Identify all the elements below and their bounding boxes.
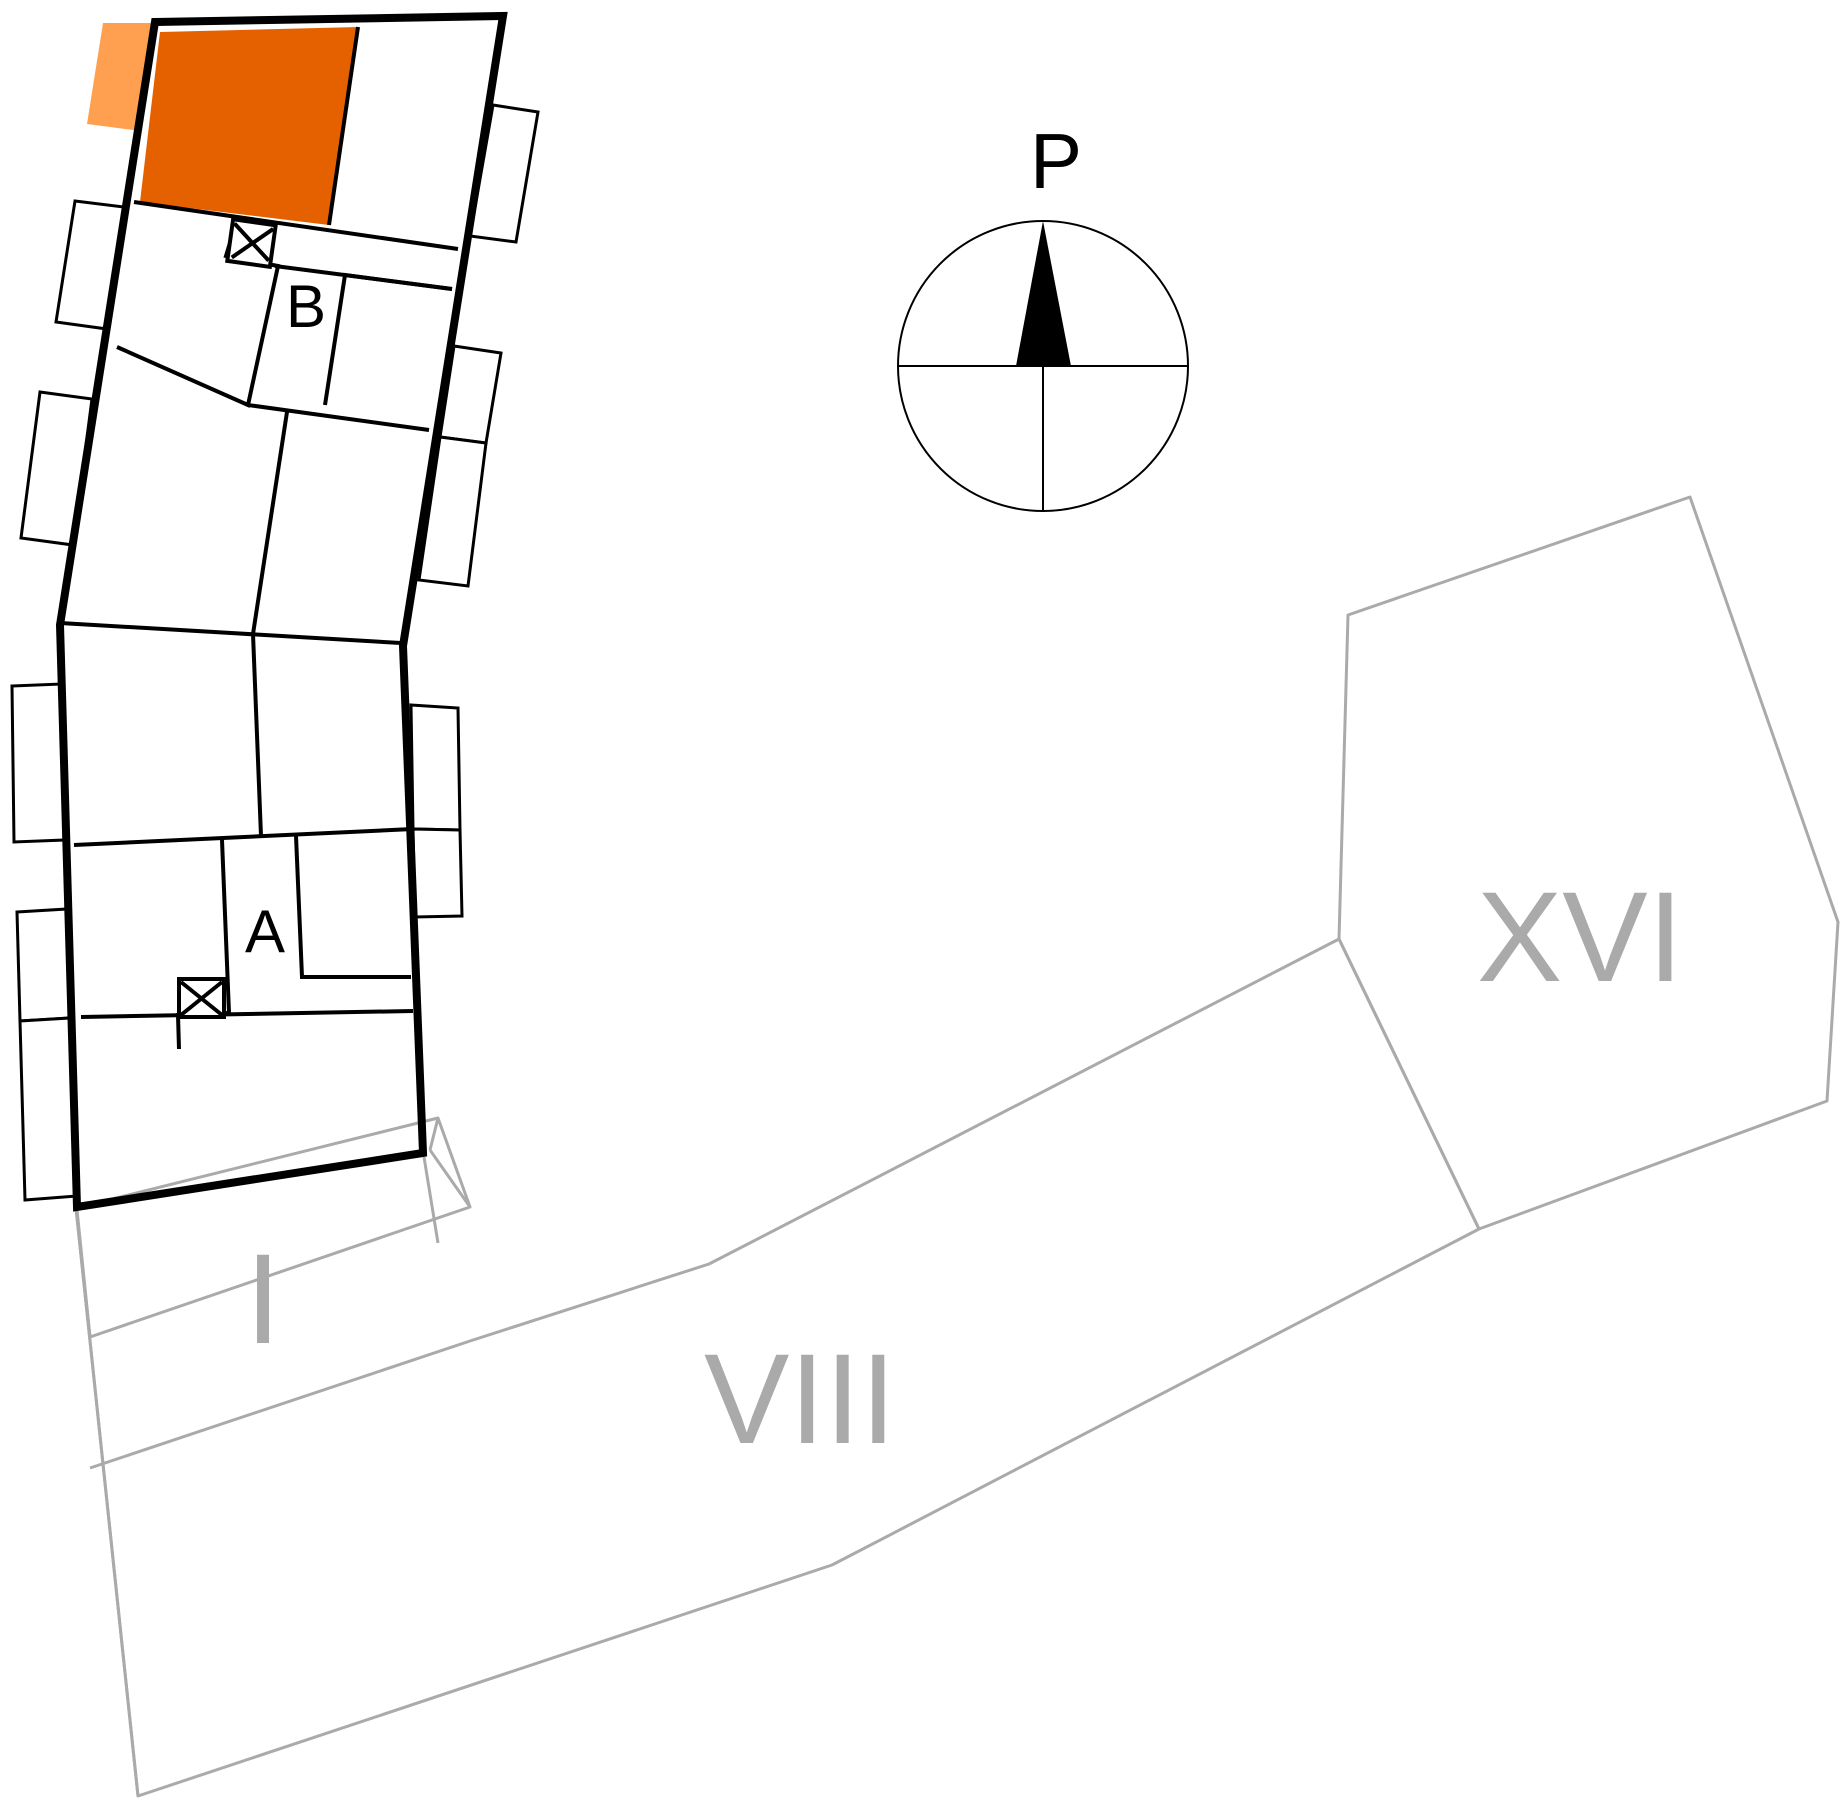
wall-b-top (133, 200, 459, 251)
elevator-b (225, 217, 278, 270)
north-arrow-icon (1016, 221, 1071, 366)
wall-a-vertical-upper (251, 633, 263, 837)
staircase-b-label: B (286, 273, 326, 340)
balconies (10, 103, 540, 1202)
balcony-west-4 (15, 907, 72, 1023)
building-outline (55, 11, 508, 1212)
balcony-east-3 (417, 435, 488, 588)
compass-label: P (1030, 117, 1082, 205)
wall-a-top (73, 827, 414, 847)
link-line (422, 1156, 440, 1244)
wall-waist (59, 621, 402, 645)
building-xvi-outline (1337, 495, 1840, 1231)
wall-b-core (247, 403, 430, 432)
highlighted-balcony (87, 23, 153, 131)
staircase-a-label: A (245, 898, 285, 965)
highlighted-units (87, 23, 358, 225)
balcony-west-3 (10, 682, 66, 844)
building-i-label: I (245, 1228, 281, 1371)
compass: P (897, 117, 1189, 512)
highlighted-apartment (140, 27, 358, 225)
building-viii-label: VIII (704, 1328, 896, 1471)
vertical-connector (74, 1207, 140, 1797)
wall-b-mid-vertical (251, 411, 289, 635)
balcony-east-5 (411, 827, 464, 919)
wall-b-apt-divider (327, 26, 360, 226)
wall-a-core-right (294, 835, 411, 979)
building-xvi-label: XVI (1477, 866, 1683, 1009)
elevator-b-cross-icon (230, 222, 275, 262)
wall-b-core-right (323, 272, 453, 406)
neighbour-buildings (74, 495, 1840, 1798)
elevator-a-cross-icon (179, 980, 224, 1017)
balcony-east-4 (409, 703, 462, 832)
elevator-a (177, 977, 226, 1019)
wall-a-bottom (80, 1009, 414, 1019)
